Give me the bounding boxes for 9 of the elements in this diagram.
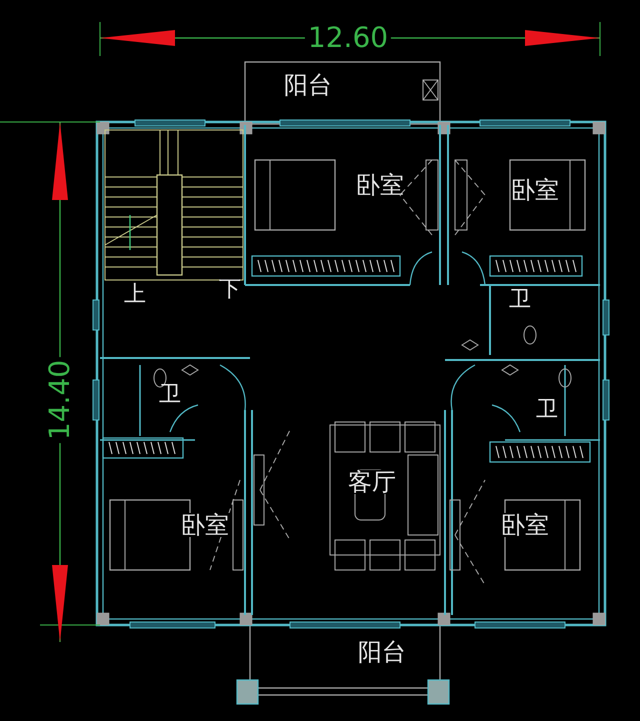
room-label: 卧室 xyxy=(356,173,404,197)
room-label: 阳台 xyxy=(358,640,406,664)
room-label: 卫 xyxy=(509,289,531,311)
room-label: 卧室 xyxy=(511,178,559,202)
room-label: 卫 xyxy=(536,399,558,421)
stair-direction-label: 上 xyxy=(124,284,146,306)
room-label: 卫 xyxy=(159,384,181,406)
room-label: 阳台 xyxy=(284,73,332,97)
stair-direction-label: 下 xyxy=(219,279,241,301)
